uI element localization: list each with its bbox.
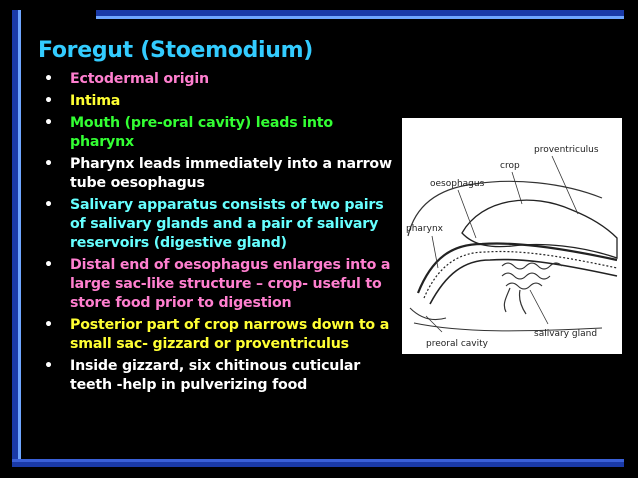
foregut-diagram-svg: proventriculus crop oesophagus pharynx s… <box>406 145 618 349</box>
bullet-text: Intima <box>70 93 121 109</box>
bullet-item: • Mouth (pre-oral cavity) leads into phar… <box>44 114 399 152</box>
left-bar-dark <box>12 10 18 462</box>
label-crop: crop <box>500 161 520 171</box>
bullet-item: • Pharynx leads immediately into a narrow… <box>44 155 399 193</box>
bullet-dot-icon: • <box>44 115 53 131</box>
label-proventriculus: proventriculus <box>534 145 599 155</box>
bullet-item: • Intima <box>44 92 399 111</box>
bottom-bar-dark <box>12 462 624 467</box>
head-outline <box>407 180 603 237</box>
gut-tube-outer <box>416 242 618 294</box>
gut-tube-lower <box>429 258 618 305</box>
bullet-item: • Distal end of oesophagus enlarges into … <box>44 256 399 313</box>
leader-crop <box>511 171 523 205</box>
bullet-dot-icon: • <box>44 156 53 172</box>
crop-shape <box>461 199 618 259</box>
bullet-list: • Ectodermal origin • Intima • Mouth (pre-o… <box>44 70 399 398</box>
bullet-dot-icon: • <box>44 257 53 273</box>
leader-salivary-gland <box>529 289 549 325</box>
gut-tube-inner <box>423 250 618 299</box>
bullet-item: • Posterior part of crop narrows down to … <box>44 316 399 354</box>
leader-oesophagus <box>457 189 477 239</box>
bullet-text: Mouth (pre-oral cavity) leads into phary… <box>70 115 333 150</box>
bullet-dot-icon: • <box>44 317 53 333</box>
slide-title: Foregut (Stoemodium) <box>38 38 314 63</box>
salivary-gland-coil <box>501 262 563 290</box>
label-pharynx: pharynx <box>406 224 444 234</box>
label-preoral-cavity: preoral cavity <box>426 339 489 349</box>
bullet-text: Pharynx leads immediately into a narrow … <box>70 156 392 191</box>
top-bar-light <box>96 16 624 19</box>
bullet-text: Distal end of oesophagus enlarges into a… <box>70 257 391 311</box>
leader-proventriculus <box>551 155 579 215</box>
bullet-item: • Ectodermal origin <box>44 70 399 89</box>
bullet-text: Ectodermal origin <box>70 71 209 87</box>
bullet-dot-icon: • <box>44 358 53 374</box>
label-salivary-gland: salivary gland <box>534 329 597 339</box>
leader-preoral-cavity <box>425 315 443 333</box>
bullet-text: Posterior part of crop narrows down to a… <box>70 317 390 352</box>
lower-outline <box>413 322 603 332</box>
left-bar-light <box>18 10 21 462</box>
bottom-bar-light <box>12 459 624 462</box>
leader-pharynx <box>431 235 439 269</box>
top-bar-dark <box>96 10 624 16</box>
foregut-diagram: proventriculus crop oesophagus pharynx s… <box>402 118 622 354</box>
bullet-dot-icon: • <box>44 197 53 213</box>
bullet-dot-icon: • <box>44 93 53 109</box>
bullet-item: • Inside gizzard, six chitinous cuticular… <box>44 357 399 395</box>
preoral-cavity <box>409 307 447 321</box>
bullet-item: • Salivary apparatus consists of two pair… <box>44 196 399 253</box>
bullet-dot-icon: • <box>44 71 53 87</box>
bullet-text: Inside gizzard, six chitinous cuticular … <box>70 358 361 393</box>
salivary-duct <box>503 287 527 315</box>
bullet-text: Salivary apparatus consists of two pairs… <box>70 197 384 251</box>
label-oesophagus: oesophagus <box>430 179 485 189</box>
